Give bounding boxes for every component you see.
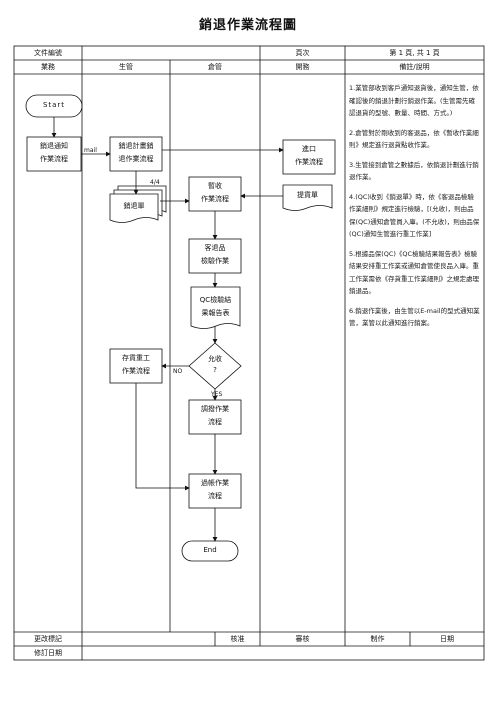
note-item: 6.銷退作業後，由生管以E-mail的型式通知業管，業管以此通知進行銷案。 (349, 306, 480, 328)
scrap-box (188, 473, 242, 509)
plan-return-box (109, 136, 163, 172)
decision-diamond (188, 342, 242, 390)
change-mark-label: 更改標記 (34, 635, 62, 643)
start-terminator (25, 94, 83, 118)
col-purchase: 開務 (295, 63, 310, 71)
page-value: 第 1 頁, 共 1 頁 (389, 49, 440, 57)
return-slip-doc (109, 193, 159, 223)
mail-label: mail (84, 147, 97, 154)
page-label: 頁次 (295, 49, 310, 57)
col-warehouse: 倉管 (208, 63, 222, 71)
table-border (13, 45, 485, 661)
notes-panel: 1.業管部收到客戶通知退貨後，通知生管，依確認後的銷退計劃行銷退作業。(生管需先… (349, 82, 480, 337)
approve-label: 核准 (230, 635, 245, 643)
note-item: 1.業管部收到客戶通知退貨後，通知生管，依確認後的銷退計劃行銷退作業。(生管需先… (349, 84, 479, 117)
sales-notice-box (26, 136, 82, 172)
count-label: 4/4 (150, 179, 160, 186)
prepare-label: 制作 (370, 635, 385, 643)
delivery-slip-doc (282, 184, 333, 211)
review-label: 審核 (295, 635, 310, 643)
qc-report-doc (190, 286, 241, 329)
rework-box (109, 348, 163, 384)
yes-label: YES (211, 391, 223, 398)
note-item: 4.(QC)收到《銷退單》時，依《客退品檢驗作業細則》規定進行檢驗，[(允收)，… (349, 192, 480, 239)
page-title: 銷退作業流程圖 (198, 18, 297, 33)
doc-no-label: 文件編號 (34, 49, 62, 57)
transfer-box (188, 399, 242, 435)
col-notes: 備註/說明 (399, 63, 430, 71)
end-terminator (181, 540, 239, 562)
receive-box (188, 176, 242, 212)
note-item: 2.倉管對於剛收到的客退品，依《暫收作業細則》規定進行退貨點收作業。 (349, 128, 479, 150)
no-label: NO (173, 368, 183, 375)
date-label: 日期 (440, 635, 454, 643)
note-item: 5.根據品保(QC)《QC檢驗結果報告表》檢驗結果安排重工作業或通知倉管使良品入… (349, 249, 479, 296)
note-item: 3.生管接到倉管之數據后，依銷退計劃進行銷退作業。 (349, 160, 479, 182)
col-business: 業務 (41, 63, 55, 71)
import-box (282, 139, 336, 175)
col-production: 生管 (119, 63, 133, 71)
revise-date-label: 修訂日期 (34, 649, 62, 657)
inspect-box (188, 238, 242, 274)
